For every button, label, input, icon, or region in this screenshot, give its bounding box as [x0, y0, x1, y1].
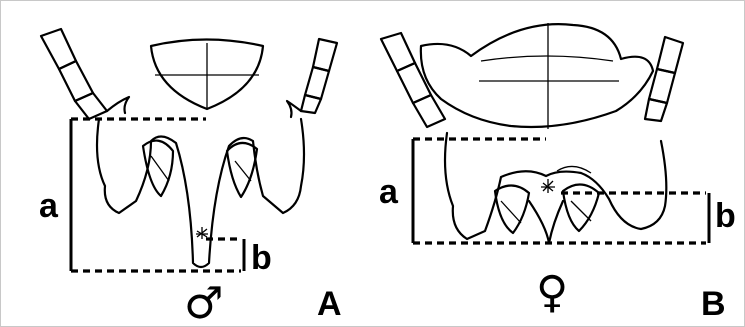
panel-b: a b ♀ B: [379, 23, 736, 323]
panel-b-letter: B: [701, 285, 726, 323]
panel-a-right-leg: [287, 39, 337, 117]
panel-a-body: [97, 119, 304, 267]
panel-b-body: [445, 133, 666, 243]
panel-a-left-leg: [41, 29, 129, 119]
panel-a-head: [151, 40, 263, 110]
panel-b-head: [421, 23, 653, 129]
panel-b-right-leg: [645, 37, 683, 121]
panel-a-letter: A: [317, 285, 342, 323]
panel-b-sex-symbol: ♀: [536, 267, 568, 318]
panel-a: a b ♂ A: [39, 29, 342, 326]
panel-a-label-a: a: [39, 187, 59, 225]
panel-a-measure-b: [206, 239, 244, 271]
panel-b-label-a: a: [379, 173, 399, 211]
panel-a-label-b: b: [251, 239, 272, 277]
panel-b-left-leg: [381, 33, 445, 127]
panel-a-sex-symbol: ♂: [184, 278, 223, 326]
panel-b-label-b: b: [715, 197, 736, 235]
panel-b-measure-b: [561, 193, 709, 243]
